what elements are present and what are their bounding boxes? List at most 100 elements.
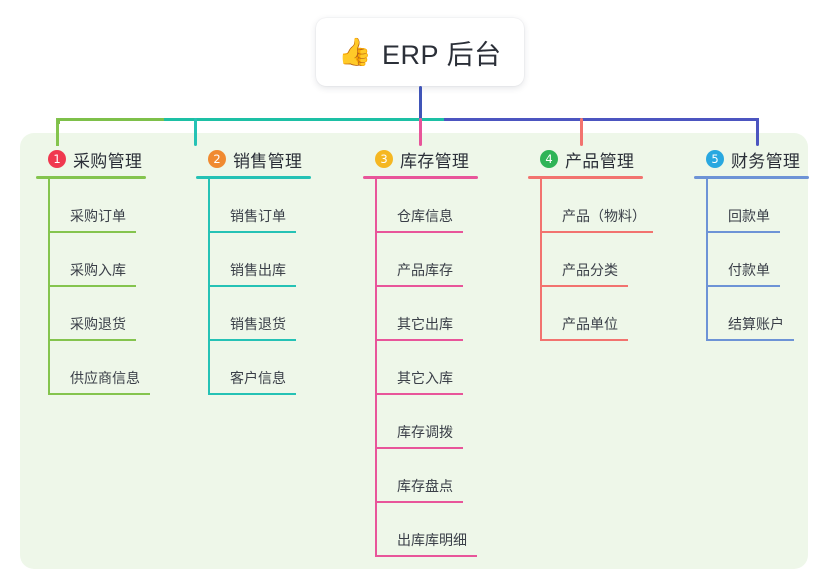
leaf-item[interactable]: 产品库存 bbox=[375, 233, 463, 287]
leaf-rule bbox=[48, 339, 136, 341]
leaf-item[interactable]: 出库库明细 bbox=[375, 503, 477, 557]
leaf-rule bbox=[375, 339, 463, 341]
leaf-label: 回款单 bbox=[728, 208, 770, 224]
branch-column-5: 5 财务管理回款单付款单结算账户 bbox=[694, 144, 809, 341]
stub-3 bbox=[419, 118, 422, 146]
trunk-blue bbox=[444, 118, 759, 121]
leaf-item[interactable]: 销售出库 bbox=[208, 233, 296, 287]
stub-5 bbox=[756, 118, 759, 146]
leaf-label: 产品单位 bbox=[562, 316, 618, 332]
trunk-teal bbox=[164, 118, 446, 121]
leaf-item[interactable]: 客户信息 bbox=[208, 341, 296, 395]
leaf-label: 采购退货 bbox=[70, 316, 126, 332]
leaf-label: 其它入库 bbox=[397, 370, 453, 386]
leaf-rule bbox=[706, 339, 794, 341]
leaf-rule bbox=[208, 231, 296, 233]
branch-spine-2 bbox=[208, 179, 210, 395]
leaf-item[interactable]: 销售退货 bbox=[208, 287, 296, 341]
leaf-item[interactable]: 其它出库 bbox=[375, 287, 463, 341]
leaf-item[interactable]: 采购订单 bbox=[48, 179, 136, 233]
leaf-rule bbox=[208, 339, 296, 341]
leaf-rule bbox=[375, 393, 463, 395]
leaf-item[interactable]: 产品分类 bbox=[540, 233, 628, 287]
leaf-label: 销售出库 bbox=[230, 262, 286, 278]
branch-spine-1 bbox=[48, 179, 50, 395]
leaf-rule bbox=[706, 285, 780, 287]
leaf-label: 销售订单 bbox=[230, 208, 286, 224]
leaf-label: 供应商信息 bbox=[70, 370, 140, 386]
leaf-item[interactable]: 仓库信息 bbox=[375, 179, 463, 233]
branch-title-2: 销售管理 bbox=[233, 151, 303, 171]
branches-panel bbox=[20, 133, 808, 569]
stub-2 bbox=[194, 118, 197, 146]
branch-spine-4 bbox=[540, 179, 542, 341]
leaf-rule bbox=[208, 393, 296, 395]
trunk-left-cap bbox=[57, 118, 63, 124]
leaf-label: 采购入库 bbox=[70, 262, 126, 278]
leaf-item[interactable]: 销售订单 bbox=[208, 179, 296, 233]
leaf-label: 库存盘点 bbox=[397, 478, 453, 494]
leaf-label: 产品（物料） bbox=[562, 208, 646, 224]
leaf-rule bbox=[48, 393, 150, 395]
leaf-rule bbox=[208, 285, 296, 287]
leaf-rule bbox=[375, 447, 463, 449]
leaf-item[interactable]: 采购入库 bbox=[48, 233, 136, 287]
leaf-label: 库存调拨 bbox=[397, 424, 453, 440]
branch-title-5: 财务管理 bbox=[731, 151, 801, 171]
leaf-rule bbox=[375, 555, 477, 557]
branch-badge-5: 5 bbox=[706, 150, 724, 168]
branch-title-1: 采购管理 bbox=[73, 151, 143, 171]
leaf-rule bbox=[540, 285, 628, 287]
leaf-item[interactable]: 其它入库 bbox=[375, 341, 463, 395]
branch-spine-5 bbox=[706, 179, 708, 341]
branch-header-5[interactable]: 5 财务管理 bbox=[694, 144, 800, 174]
leaf-item[interactable]: 结算账户 bbox=[706, 287, 794, 341]
leaf-item[interactable]: 产品单位 bbox=[540, 287, 628, 341]
branch-head-rule-2 bbox=[196, 176, 311, 179]
leaf-item[interactable]: 产品（物料） bbox=[540, 179, 653, 233]
leaf-label: 付款单 bbox=[728, 262, 770, 278]
leaf-rule bbox=[375, 231, 463, 233]
branch-header-1[interactable]: 1 采购管理 bbox=[36, 144, 142, 174]
root-stem-connector bbox=[419, 86, 422, 121]
leaf-rule bbox=[375, 501, 463, 503]
leaf-label: 采购订单 bbox=[70, 208, 126, 224]
leaf-label: 产品库存 bbox=[397, 262, 453, 278]
branch-head-rule-5 bbox=[694, 176, 809, 179]
leaf-rule bbox=[540, 339, 628, 341]
leaf-item[interactable]: 采购退货 bbox=[48, 287, 136, 341]
leaf-rule bbox=[706, 231, 780, 233]
leaf-label: 仓库信息 bbox=[397, 208, 453, 224]
branch-head-rule-1 bbox=[36, 176, 146, 179]
branch-badge-1: 1 bbox=[48, 150, 66, 168]
branch-head-rule-4 bbox=[528, 176, 643, 179]
trunk-left-green bbox=[60, 118, 166, 121]
leaf-item[interactable]: 供应商信息 bbox=[48, 341, 150, 395]
branch-column-1: 1 采购管理采购订单采购入库采购退货供应商信息 bbox=[36, 144, 150, 395]
stub-4 bbox=[580, 118, 583, 146]
leaf-item[interactable]: 付款单 bbox=[706, 233, 780, 287]
root-title: ERP 后台 bbox=[382, 39, 502, 70]
root-node[interactable]: 👍 ERP 后台 bbox=[316, 18, 524, 86]
leaf-rule bbox=[375, 285, 463, 287]
leaf-label: 其它出库 bbox=[397, 316, 453, 332]
thumbs-up-icon: 👍 bbox=[338, 36, 373, 68]
branch-badge-4: 4 bbox=[540, 150, 558, 168]
leaf-label: 销售退货 bbox=[230, 316, 286, 332]
leaf-item[interactable]: 库存调拨 bbox=[375, 395, 463, 449]
leaf-item[interactable]: 库存盘点 bbox=[375, 449, 463, 503]
leaf-rule bbox=[48, 231, 136, 233]
leaf-rule bbox=[540, 231, 653, 233]
leaf-label: 客户信息 bbox=[230, 370, 286, 386]
branch-head-rule-3 bbox=[363, 176, 478, 179]
leaf-label: 出库库明细 bbox=[397, 532, 467, 548]
trunk-right-cap bbox=[753, 118, 759, 124]
leaf-item[interactable]: 回款单 bbox=[706, 179, 780, 233]
